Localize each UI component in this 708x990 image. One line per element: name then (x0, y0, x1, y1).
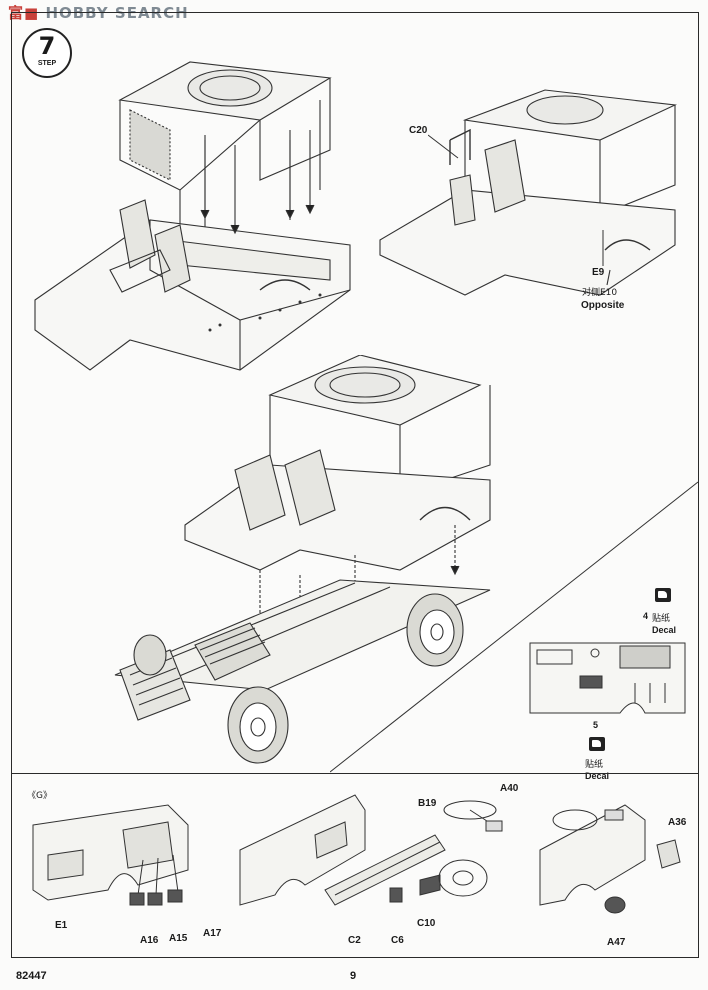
callout-e9: E9 (592, 267, 605, 278)
subassembly-marker: 《G》 (27, 791, 52, 801)
watermark-brand-prefix: HOBBY (45, 4, 109, 22)
part-c6: C6 (391, 935, 404, 946)
watermark-logo: 富■ HOBBY SEARCH (8, 4, 189, 22)
decal-4-icon (655, 588, 671, 602)
body-to-chassis-diagram (114, 355, 491, 764)
decal-4-en-label: Decal (652, 625, 677, 635)
steering-wheel-diagram (443, 800, 503, 832)
dashboard-decal-diagram (529, 642, 686, 714)
decal-4-number: 4 (643, 611, 649, 621)
watermark-brand-suffix: SEARCH (114, 4, 189, 22)
part-c10: C10 (417, 918, 436, 929)
page-number: 9 (350, 970, 357, 982)
step-badge: 7 STEP (22, 28, 72, 78)
decal-5-en-label: Decal (585, 771, 610, 781)
dashboard-parts-diagram (239, 794, 488, 906)
page-frame (11, 12, 699, 958)
callout-e9-leader (602, 230, 604, 266)
callout-c20: C20 (409, 125, 428, 136)
decal-5-number: 5 (593, 720, 599, 730)
rear-body-assembled-diagram (379, 89, 677, 296)
part-a47: A47 (607, 937, 626, 948)
callout-c20-leader (428, 134, 459, 159)
section-divider (11, 773, 698, 774)
firewall-pedals-diagram (32, 804, 189, 906)
callout-opposite: Opposite (581, 300, 625, 311)
part-c2: C2 (348, 935, 361, 946)
part-a36: A36 (668, 817, 687, 828)
completed-dashboard-diagram (539, 804, 681, 914)
part-b19: B19 (418, 798, 437, 809)
part-a17: A17 (203, 928, 222, 939)
kit-number: 82447 (16, 970, 47, 982)
part-e1: E1 (55, 920, 68, 931)
rear-body-cage-assembly-diagram (34, 61, 351, 371)
callout-e10-opposite-cn: 对侧E10 (582, 288, 618, 298)
part-a15: A15 (169, 933, 188, 944)
decal-5-icon (589, 737, 605, 751)
step-number: 7 (38, 32, 56, 60)
step-label: STEP (37, 60, 57, 67)
part-a40: A40 (500, 783, 519, 794)
part-a16: A16 (140, 935, 159, 946)
section-separator-line (330, 481, 699, 773)
decal-5-cn-label: 贴纸 (585, 760, 604, 770)
decal-4-cn-label: 贴纸 (652, 614, 671, 624)
